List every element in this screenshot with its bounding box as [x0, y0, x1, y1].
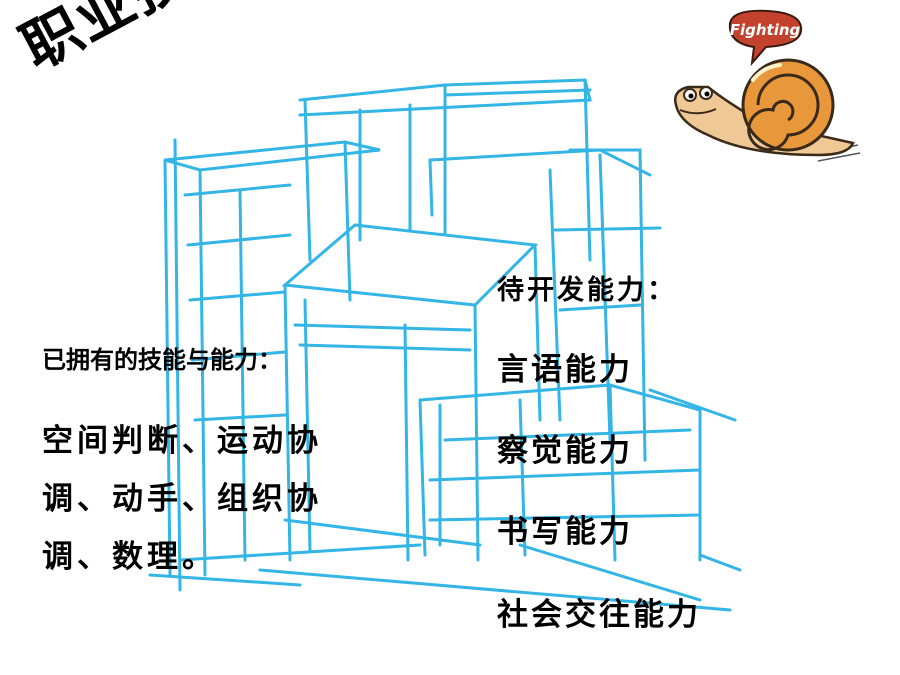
- develop-item: 言语能力: [497, 352, 633, 388]
- owned-skills-line: 空间判断、运动协: [42, 423, 322, 459]
- owned-skills-text: 空间判断、运动协 调、动手、组织协 调、数理。: [42, 412, 322, 586]
- owned-skills-line: 调、数理。: [42, 539, 217, 575]
- develop-item: 社会交往能力: [497, 597, 701, 633]
- snail-icon: Fighting: [674, 9, 861, 162]
- owned-skills-heading: 已拥有的技能与能力：: [42, 346, 282, 374]
- fighting-badge-text: Fighting: [730, 21, 801, 39]
- develop-heading: 待开发能力：: [497, 275, 677, 306]
- develop-item: 书写能力: [497, 514, 633, 550]
- develop-item: 察觉能力: [497, 433, 633, 469]
- fighting-badge: Fighting: [728, 9, 803, 67]
- owned-skills-line: 调、动手、组织协: [42, 481, 322, 517]
